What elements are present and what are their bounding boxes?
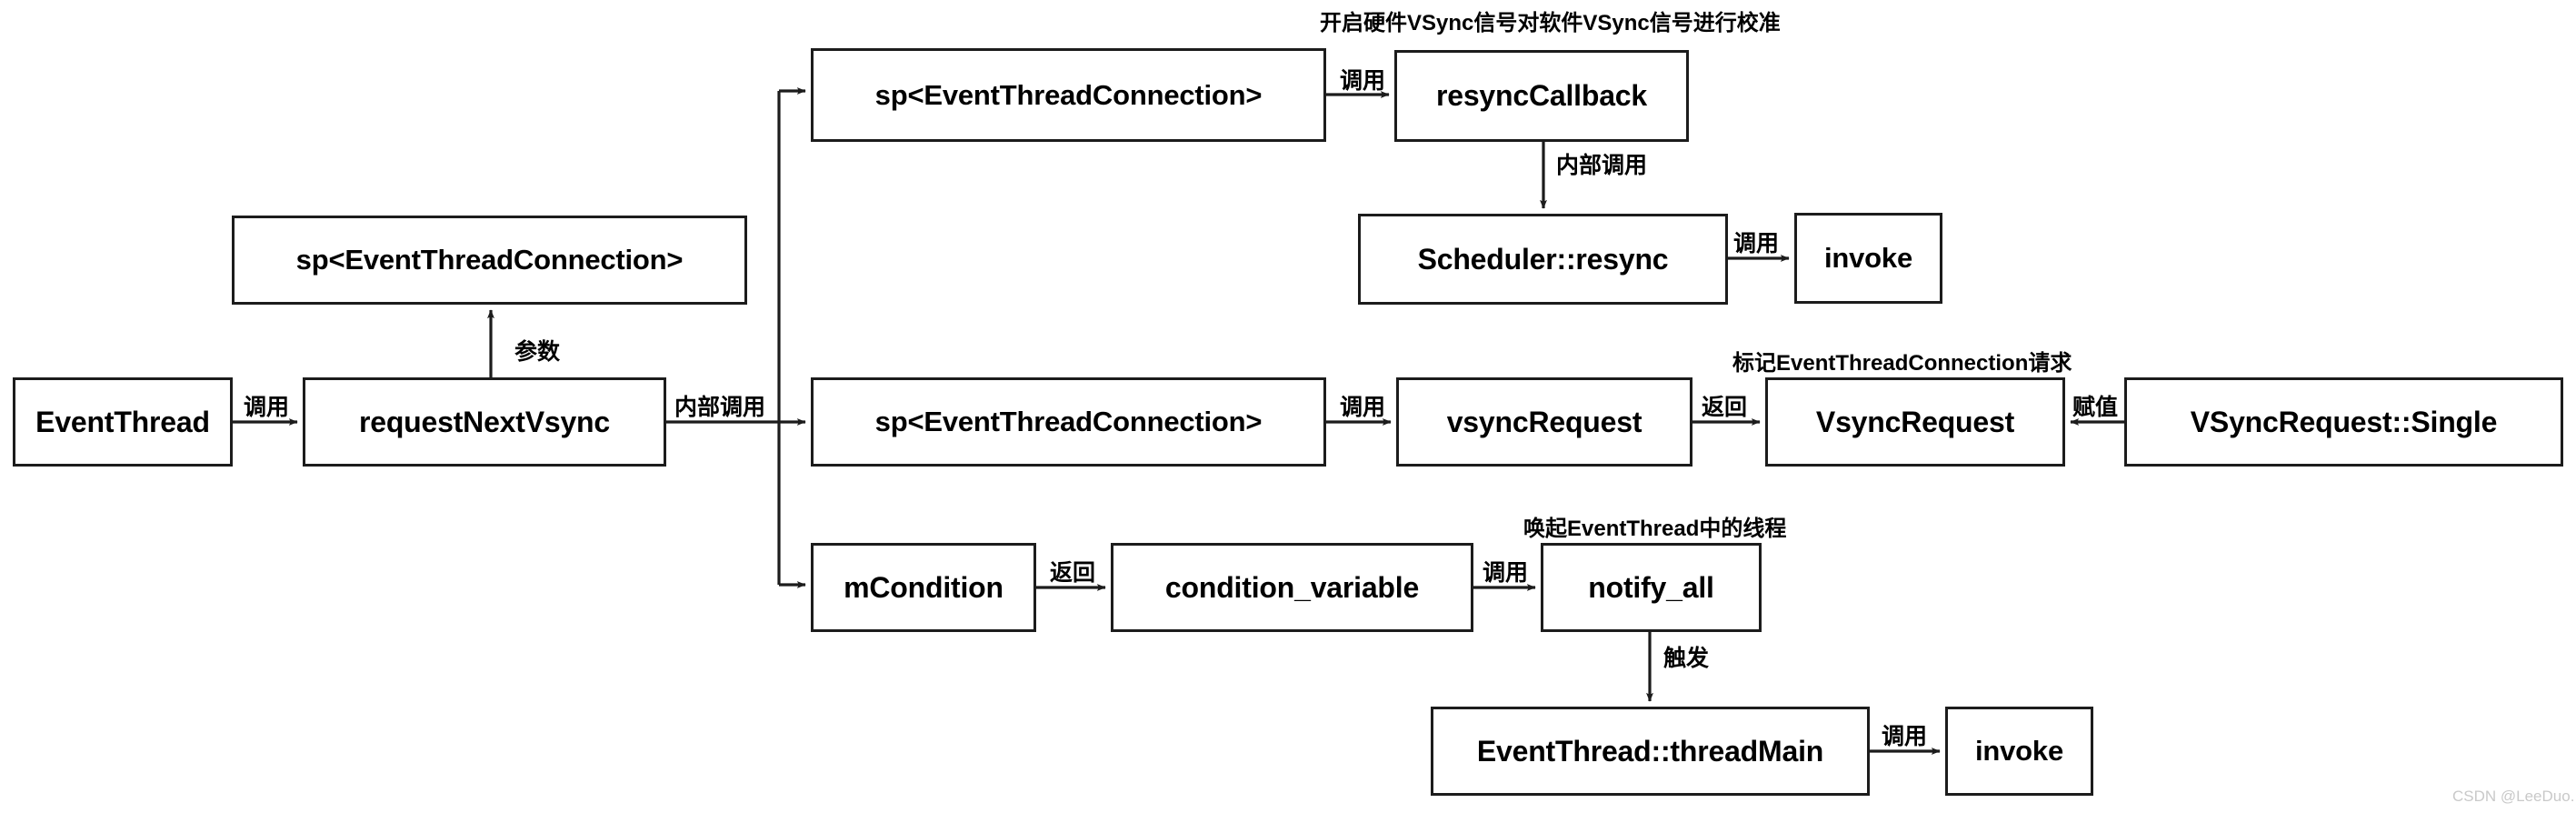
node-eventthread-threadmain[interactable]: EventThread::threadMain [1431, 707, 1870, 796]
node-label: sp<EventThreadConnection> [874, 78, 1263, 111]
node-resync-callback[interactable]: resyncCallback [1394, 50, 1689, 142]
node-label: sp<EventThreadConnection> [874, 406, 1263, 437]
node-vsync-request-field[interactable]: VsyncRequest [1765, 377, 2065, 467]
node-scheduler-resync[interactable]: Scheduler::resync [1358, 214, 1728, 305]
node-request-next-vsync[interactable]: requestNextVsync [303, 377, 666, 467]
node-label: vsyncRequest [1446, 405, 1642, 438]
edge-label-call-6: 调用 [1882, 724, 1928, 749]
node-label: condition_variable [1164, 570, 1420, 604]
edge-label-inner-call-2: 内部调用 [1556, 153, 1648, 178]
edge-label-trigger: 触发 [1663, 646, 1710, 671]
edge-label-assign: 赋值 [2072, 395, 2119, 420]
node-label: sp<EventThreadConnection> [295, 244, 684, 276]
edge-label-inner-call-1: 内部调用 [674, 395, 766, 420]
node-m-condition[interactable]: mCondition [811, 543, 1036, 632]
node-sp-eventthreadconnection-param[interactable]: sp<EventThreadConnection> [232, 216, 747, 305]
edge-label-call-3: 调用 [1733, 231, 1780, 256]
edge-label-call-1: 调用 [244, 395, 290, 420]
edge-label-return-1: 返回 [1702, 395, 1748, 420]
node-vsync-request-call[interactable]: vsyncRequest [1396, 377, 1692, 467]
node-label: VSyncRequest::Single [2190, 405, 2498, 438]
node-event-thread[interactable]: EventThread [13, 377, 233, 467]
node-label: mCondition [844, 570, 1003, 604]
edge-label-call-2: 调用 [1340, 68, 1386, 94]
note-mark-connection-request: 标记EventThreadConnection请求 [1732, 351, 2072, 376]
node-label: notify_all [1588, 570, 1714, 604]
edge-label-call-5: 调用 [1483, 560, 1529, 586]
node-label: invoke [1823, 242, 1912, 274]
watermark: CSDN @LeeDuo. [2452, 788, 2575, 805]
node-label: EventThread [35, 405, 210, 438]
node-label: resyncCallback [1435, 79, 1647, 112]
node-sp-eventthreadconnection-top[interactable]: sp<EventThreadConnection> [811, 48, 1326, 142]
edge-label-param: 参数 [514, 339, 561, 365]
node-sp-eventthreadconnection-mid[interactable]: sp<EventThreadConnection> [811, 377, 1326, 467]
node-condition-variable[interactable]: condition_variable [1111, 543, 1473, 632]
note-wake-eventthread: 唤起EventThread中的线程 [1523, 517, 1787, 541]
node-label: invoke [1974, 735, 2063, 767]
node-label: Scheduler::resync [1417, 242, 1669, 276]
node-label: VsyncRequest [1815, 405, 2015, 438]
node-label: EventThread::threadMain [1476, 734, 1824, 768]
node-invoke-threadmain[interactable]: invoke [1945, 707, 2093, 796]
edge-label-return-2: 返回 [1050, 560, 1096, 586]
note-hardware-vsync-calibration: 开启硬件VSync信号对软件VSync信号进行校准 [1320, 11, 1781, 35]
edge-label-call-4: 调用 [1340, 395, 1386, 420]
node-label: requestNextVsync [358, 405, 611, 438]
node-invoke-resync[interactable]: invoke [1794, 213, 1942, 304]
node-vsync-request-single[interactable]: VSyncRequest::Single [2124, 377, 2563, 467]
node-notify-all[interactable]: notify_all [1541, 543, 1762, 632]
